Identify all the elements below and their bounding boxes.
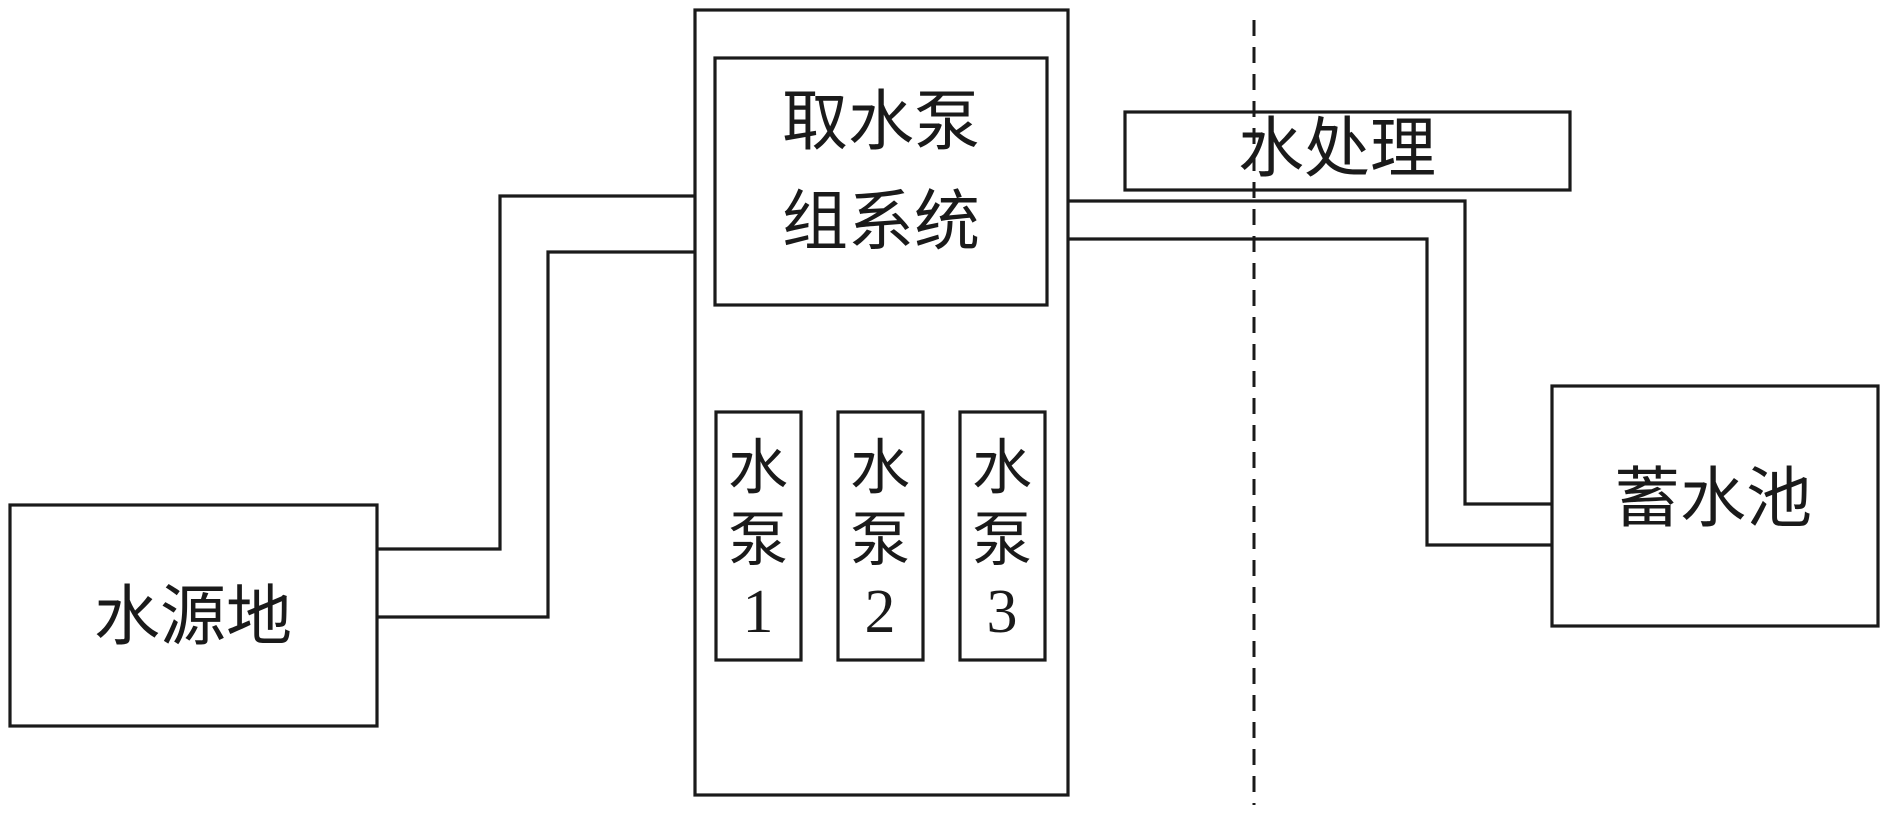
pump-group-system-node: 取水泵 组系统: [713, 56, 1049, 307]
pump-group-label-line1: 取水泵: [782, 83, 980, 160]
water-treatment-node: 水处理: [1123, 110, 1572, 192]
outlet-pipe-inner: [1068, 237, 1552, 547]
intake-pipe-inner: [377, 250, 695, 619]
pump-1-label-line2: 泵: [728, 506, 788, 576]
pump-2-node: 水 泵 2: [836, 410, 925, 662]
pump-3-number: 3: [987, 578, 1018, 646]
water-treatment-label: 水处理: [1238, 110, 1436, 187]
pump-1-node: 水 泵 1: [714, 410, 803, 662]
reservoir-node: 蓄水池: [1550, 384, 1880, 628]
pump-3-label-line2: 泵: [972, 506, 1032, 576]
pump-group-label-line2: 组系统: [782, 183, 980, 260]
pump-2-label-line1: 水: [850, 434, 910, 504]
pump-2-number: 2: [865, 578, 896, 646]
pump-2-label-line2: 泵: [850, 506, 910, 576]
reservoir-label: 蓄水池: [1614, 460, 1812, 537]
pump-1-number: 1: [743, 578, 774, 646]
water-source-node: 水源地: [8, 503, 379, 728]
pump-3-label-line1: 水: [972, 434, 1032, 504]
outlet-pipe-outer: [1068, 199, 1552, 506]
water-source-label: 水源地: [94, 578, 292, 655]
intake-pipe-outer: [377, 194, 695, 551]
pump-3-node: 水 泵 3: [958, 410, 1047, 662]
pump-1-label-line1: 水: [728, 434, 788, 504]
